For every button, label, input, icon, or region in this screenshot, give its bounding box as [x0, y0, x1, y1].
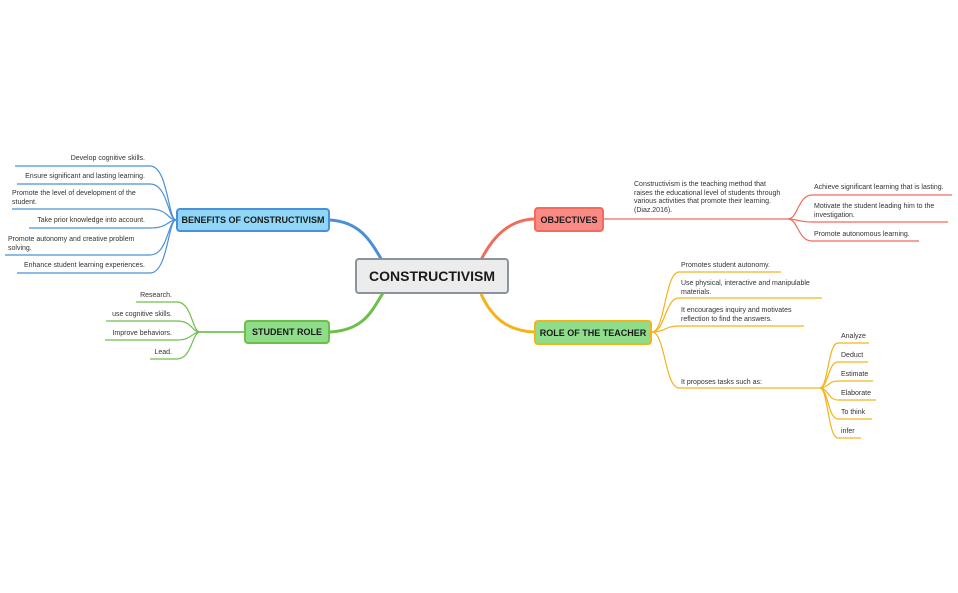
task-item[interactable]: Elaborate [841, 390, 871, 397]
objectives-connectors [604, 194, 952, 242]
benefit-item[interactable]: Promote autonomy and creative problem so… [8, 236, 135, 252]
node-benefits[interactable]: BENEFITS OF CONSTRUCTIVISM [176, 208, 330, 232]
teacher-connectors [651, 271, 876, 439]
benefit-item[interactable]: Enhance student learning experiences. [23, 262, 145, 269]
benefit-item[interactable]: Take prior knowledge into account. [37, 217, 145, 224]
benefit-item[interactable]: Develop cognitive skills. [70, 155, 145, 162]
objective-item[interactable]: Achieve significant learning that is las… [814, 184, 944, 191]
node-student-role[interactable]: STUDENT ROLE [244, 320, 330, 344]
benefit-item[interactable]: Ensure significant and lasting learning. [25, 173, 145, 180]
task-item[interactable]: Analyze [841, 333, 866, 340]
objective-item[interactable]: Motivate the student leading him to the … [814, 203, 935, 219]
node-teacher[interactable]: ROLE OF THE TEACHER [534, 320, 652, 345]
central-topic[interactable]: CONSTRUCTIVISM [355, 258, 509, 294]
task-item[interactable]: Deduct [841, 352, 864, 359]
task-item[interactable]: Estimate [841, 371, 869, 378]
branch-objectives [479, 217, 535, 261]
teacher-item[interactable]: It proposes tasks such as: [681, 379, 762, 386]
task-item[interactable]: To think [841, 409, 866, 416]
teacher-item[interactable]: Use physical, interactive and manipulabl… [681, 280, 810, 296]
student-connectors [105, 301, 244, 360]
teacher-item[interactable]: Promotes student autonomy. [681, 262, 770, 269]
task-item[interactable]: infer [841, 428, 855, 435]
branch-benefits [329, 218, 385, 263]
node-objectives[interactable]: OBJECTIVES [534, 207, 604, 232]
benefit-item[interactable]: Promote the level of development of the … [12, 190, 136, 206]
student-item[interactable]: Research. [140, 292, 172, 299]
branch-teacher [479, 293, 535, 334]
branch-student [329, 292, 385, 334]
student-item[interactable]: use cognitive skills. [112, 311, 172, 318]
student-item[interactable]: Lead. [154, 349, 172, 356]
benefits-connectors [5, 165, 177, 274]
student-item[interactable]: Improve behaviors. [112, 330, 172, 337]
objectives-description[interactable]: Constructivism is the teaching method th… [634, 181, 781, 214]
objective-item[interactable]: Promote autonomous learning. [814, 231, 910, 238]
teacher-item[interactable]: It encourages inquiry and motivates refl… [681, 307, 792, 323]
